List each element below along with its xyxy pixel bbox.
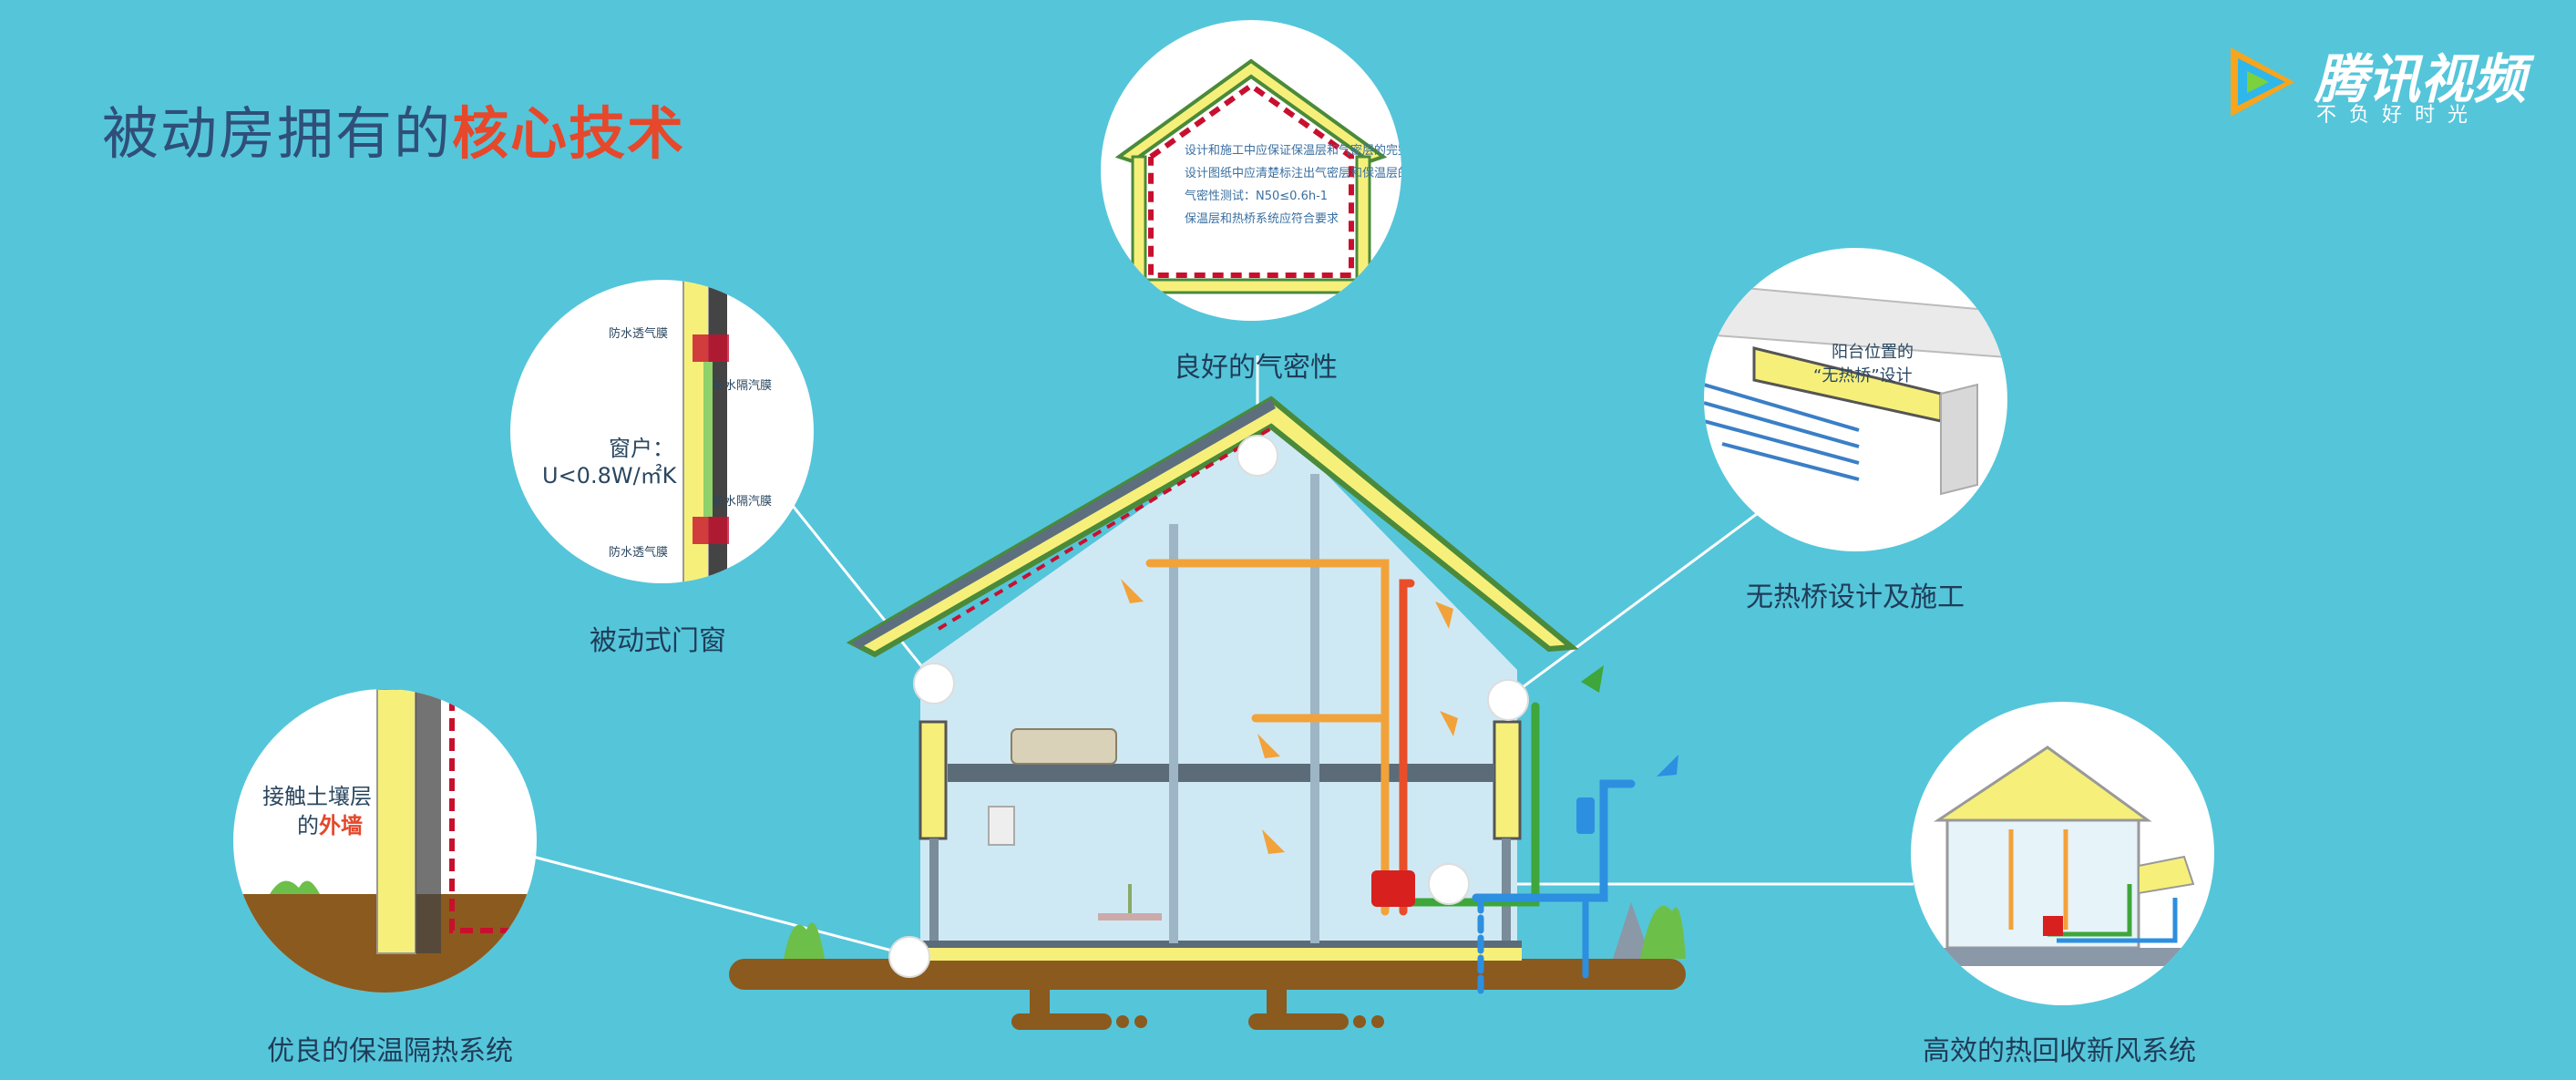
- connector-lines: [532, 355, 1914, 957]
- upper-floor-slab: [948, 764, 1494, 782]
- tree-left: [784, 922, 825, 959]
- balcony-section-icon: [1704, 283, 2007, 496]
- callout-dots: [888, 435, 1529, 978]
- ground-slab: [729, 959, 1686, 990]
- window-u-value: U<0.8W/㎡K: [542, 463, 677, 489]
- wall-insulation-left: [919, 720, 948, 840]
- heat-recovery-unit: [1371, 870, 1415, 907]
- caption-heat-recovery: 高效的热回收新风系统: [1923, 1035, 2196, 1067]
- caption-insulation: 优良的保温隔热系统: [267, 1035, 513, 1067]
- wall-insulation-right: [1493, 720, 1522, 840]
- insulation-detail-circle: 接触土壤层 的外墙: [233, 689, 537, 993]
- caption-thermal-bridge: 无热桥设计及施工: [1746, 581, 1965, 613]
- caption-windows: 被动式门窗: [590, 625, 726, 657]
- airflow-arrows: [1121, 579, 1458, 854]
- windows-detail-circle: 防水透气膜 防水隔汽膜 防水隔汽膜 防水透气膜 窗户： U<0.8W/㎡K: [510, 280, 814, 583]
- page-title: 被动房拥有的核心技术: [102, 100, 686, 167]
- airtightness-notes: 设计和施工中应保证保温层和气密层的完整性 设计图纸中应清楚标注出气密层和保温层的…: [1185, 144, 1401, 226]
- caption-airtightness: 良好的气密性: [1174, 352, 1338, 384]
- logo-slogan-text: 不负好时光: [2316, 104, 2481, 127]
- floor-insulation: [920, 948, 1522, 961]
- window-u-label: 窗户：: [609, 436, 674, 461]
- play-logo-icon: [2231, 47, 2294, 117]
- house-interior: [920, 417, 1517, 943]
- window-section-icon: [682, 280, 729, 583]
- airtightness-house-icon: [1114, 58, 1388, 294]
- airtightness-detail-circle: 设计和施工中应保证保温层和气密层的完整性 设计图纸中应清楚标注出气密层和保温层的…: [1101, 20, 1401, 321]
- wall-section-icon: [233, 689, 537, 993]
- bed: [1011, 728, 1117, 765]
- heat-recovery-house-icon: [1934, 746, 2202, 966]
- heat-recovery-detail-circle: [1911, 702, 2214, 1005]
- thermal-bridge-detail-circle: 阳台位置的 “无热桥”设计: [1704, 248, 2007, 551]
- logo-brand-text: 腾讯视频: [2314, 48, 2527, 110]
- tencent-video-logo: 腾讯视频 不负好时光: [2214, 36, 2542, 128]
- tree-right: [1613, 902, 1686, 959]
- title-highlight: 核心技术: [452, 100, 686, 167]
